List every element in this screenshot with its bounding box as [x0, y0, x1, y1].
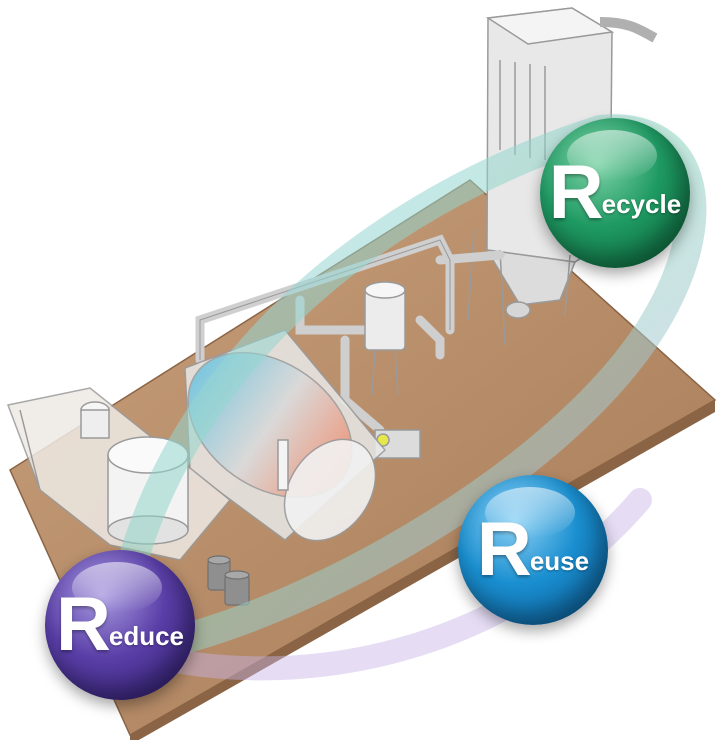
recycle-label: ecycle	[601, 189, 682, 219]
recycle-initial: R	[548, 150, 604, 235]
reduce-badge: R educe	[45, 550, 195, 700]
reuse-initial: R	[476, 507, 532, 592]
reduce-label: educe	[108, 621, 185, 651]
recycle-badge: R ecycle	[540, 118, 690, 268]
barrels	[207, 555, 250, 606]
reuse-badge: R euse	[458, 475, 608, 625]
reuse-label: euse	[529, 546, 590, 576]
reduce-initial: R	[55, 582, 111, 667]
